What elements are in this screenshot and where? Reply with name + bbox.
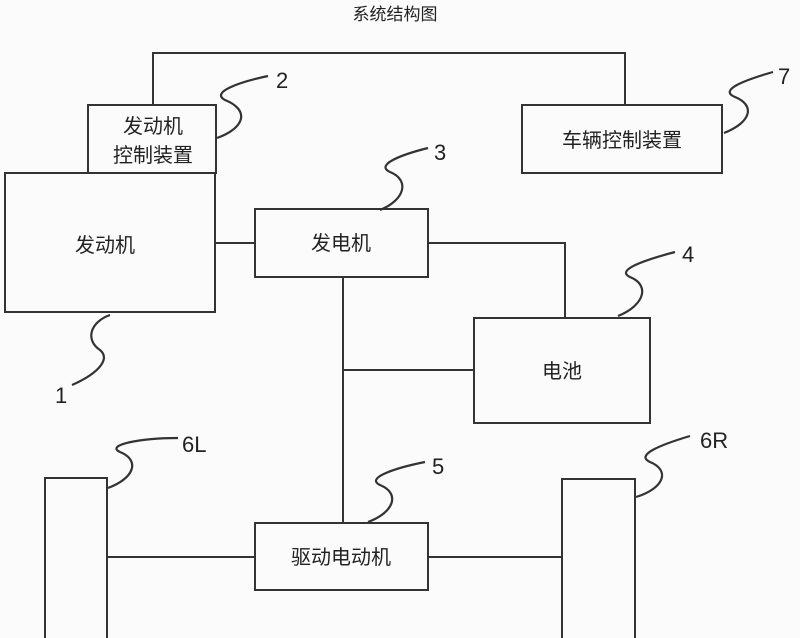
diagram-title: 系统结构图 — [353, 5, 438, 25]
generator-box — [254, 208, 429, 278]
leader-line-7 — [723, 70, 774, 135]
ref-number-5: 5 — [432, 454, 444, 479]
leader-line-3 — [379, 146, 429, 212]
engine-box — [4, 172, 216, 313]
drive-motor-box — [254, 522, 429, 591]
engine-control-label-line2: 控制装置 — [113, 143, 193, 167]
right-wheel-box — [561, 478, 636, 638]
engine-label: 发动机 — [75, 233, 135, 257]
generator-label: 发电机 — [311, 231, 371, 255]
battery-box — [473, 317, 651, 424]
ref-number-3: 3 — [434, 140, 446, 165]
leader-line-4 — [617, 250, 676, 318]
ref-number-6R: 6R — [700, 428, 728, 453]
leader-line-5 — [367, 460, 426, 524]
left-wheel-box — [44, 477, 108, 638]
engine-control-box — [87, 104, 217, 174]
vehicle-control-box — [521, 104, 723, 174]
ref-number-4: 4 — [682, 242, 694, 267]
engine-control-label-line1: 发动机 — [123, 114, 183, 138]
ref-number-1: 1 — [55, 383, 67, 408]
drive-motor-label: 驱动电动机 — [291, 545, 391, 569]
wire-engine-control-to-vehicle-control — [152, 52, 626, 105]
leader-line-1 — [71, 313, 111, 387]
wire-generator-to-battery — [428, 242, 566, 318]
ref-number-6L: 6L — [182, 432, 206, 457]
vehicle-control-label: 车辆控制装置 — [562, 128, 682, 152]
leader-line-6R — [635, 434, 691, 499]
leader-line-6L — [107, 436, 179, 490]
ref-number-7: 7 — [778, 64, 790, 89]
ref-number-2: 2 — [276, 68, 288, 93]
leader-line-2 — [216, 74, 269, 140]
battery-label: 电池 — [542, 359, 582, 383]
